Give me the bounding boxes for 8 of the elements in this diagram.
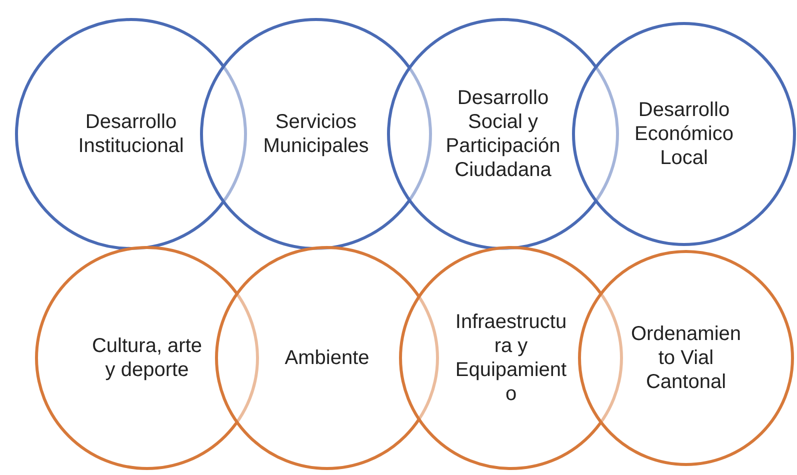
circle-label: Desarrollo Institucional bbox=[77, 110, 185, 158]
circle-label: Desarrollo Social y Participación Ciudadana bbox=[444, 86, 562, 182]
circle-label: Ambiente bbox=[284, 346, 370, 370]
circle-label: Infraestructu ra y Equipamient o bbox=[454, 310, 568, 406]
circle-label: Cultura, arte y deporte bbox=[90, 334, 204, 382]
circle-label: Ordenamien to Vial Cantonal bbox=[630, 322, 742, 394]
circle-label: Desarrollo Económico Local bbox=[634, 98, 734, 170]
circle-label: Servicios Municipales bbox=[262, 110, 370, 158]
